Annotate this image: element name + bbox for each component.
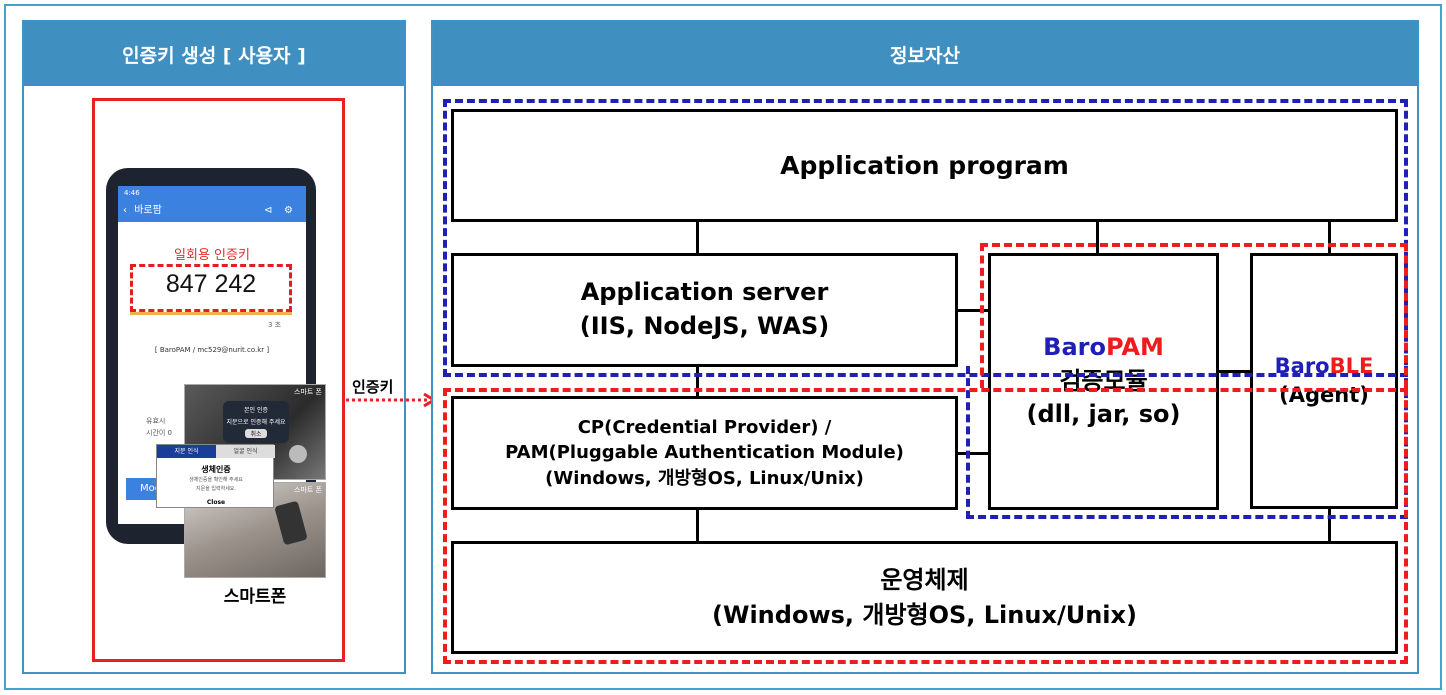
cp-pam-box: CP(Credential Provider) / PAM(Pluggable … <box>451 396 958 510</box>
bio-desc-2: 지문을 입력하세요. <box>196 486 236 492</box>
gear-icon[interactable]: ⚙ <box>284 205 293 216</box>
partial-text-1: 유효시 <box>146 417 166 425</box>
left-panel-header: 인증키 생성 [ 사용자 ] <box>24 22 404 86</box>
operating-system-sub: (Windows, 개방형OS, Linux/Unix) <box>712 600 1137 629</box>
operating-system-title: 운영체제 <box>880 565 969 594</box>
application-program-box: Application program <box>451 109 1398 222</box>
left-panel-title: 인증키 생성 [ 사용자 ] <box>122 44 306 67</box>
bio-title: 생체인증 <box>201 465 231 474</box>
cp-line-1: CP(Credential Provider) / <box>577 417 832 439</box>
back-icon[interactable]: ‹ <box>123 205 127 216</box>
otp-code-box <box>130 264 292 312</box>
connector-ble-os <box>1328 508 1331 541</box>
baropam-title: BaroPAM <box>1043 331 1164 365</box>
smartphone-caption: 스마트폰 <box>223 587 287 607</box>
otp-code: 847 242 <box>165 270 257 298</box>
cp-line-3: (Windows, 개방형OS, Linux/Unix) <box>545 467 864 489</box>
otp-timer: 3 초 <box>268 321 282 329</box>
baroble-ble: BLE <box>1329 353 1374 378</box>
baroble-title: BaroBLE <box>1275 352 1374 381</box>
tab-fingerprint[interactable]: 지문 인식 <box>157 445 216 458</box>
photo-badge-top: 스마트 폰 <box>294 388 322 396</box>
baropam-verify-box: BaroPAM 검증모듈 (dll, jar, so) <box>988 253 1219 510</box>
user-red-box <box>92 98 345 662</box>
fingerprint-icon <box>289 445 307 463</box>
tab-face[interactable]: 얼굴 인식 <box>216 445 275 458</box>
close-button[interactable]: Close <box>206 499 226 506</box>
connector-server-cp <box>696 366 699 396</box>
operating-system-box: 운영체제 (Windows, 개방형OS, Linux/Unix) <box>451 541 1398 654</box>
outer-frame <box>4 4 1442 690</box>
otp-label: 일회용 인증키 <box>174 248 250 263</box>
application-program-label: Application program <box>780 151 1069 180</box>
connector-server-verify <box>957 309 989 312</box>
dotted-arrow <box>346 392 437 408</box>
account-label: [ BaroPAM / mc529@nurit.co.kr ] <box>154 346 270 354</box>
bio-auth-dialog: 지문 인식 얼굴 인식 생체인증 생체인증을 확인해 주세요 지문을 입력하세요… <box>156 444 275 508</box>
baroble-sub: (Agent) <box>1279 383 1369 407</box>
partial-text-2: 시간이 0 <box>146 429 172 437</box>
application-server-title: Application server <box>580 278 829 307</box>
dialog-cancel-button[interactable]: 취소 <box>245 429 267 438</box>
connector-cp-os <box>696 509 699 541</box>
app-title: 바로팜 <box>134 205 162 216</box>
verify-module-sub: (dll, jar, so) <box>1026 400 1181 429</box>
app-bar: ‹ 바로팜 ⊲ ⚙ <box>118 200 306 222</box>
cp-line-2: PAM(Pluggable Authentication Module) <box>505 442 904 464</box>
share-icon[interactable]: ⊲ <box>264 205 273 216</box>
connector-program-verify <box>1096 221 1099 253</box>
status-bar: 4:46 <box>118 186 306 200</box>
connector-program-server <box>696 221 699 253</box>
application-server-box: Application server (IIS, NodeJS, WAS) <box>451 253 958 367</box>
right-panel-header: 정보자산 <box>433 22 1417 86</box>
connector-program-ble <box>1328 221 1331 253</box>
auth-dialog: 본인 인증 지문으로 인증해 주세요 취소 <box>223 401 289 443</box>
connector-verify-ble <box>1218 370 1250 373</box>
arrow-label: 인증키 <box>352 378 394 396</box>
photo-badge-bottom: 스마트 폰 <box>294 486 322 494</box>
dialog-sub: 지문으로 인증해 주세요 <box>226 419 286 426</box>
baropam-pam: PAM <box>1105 333 1164 362</box>
mode-button-label: Mod <box>140 483 162 494</box>
baroble-agent-box: BaroBLE (Agent) <box>1250 253 1398 509</box>
bio-desc-1: 생체인증을 확인해 주세요 <box>189 477 243 483</box>
status-time: 4:46 <box>124 189 140 197</box>
baroble-baro: Baro <box>1274 353 1330 378</box>
right-panel-title: 정보자산 <box>890 44 960 67</box>
connector-cp-verify <box>957 452 989 455</box>
otp-progress <box>130 312 292 315</box>
verify-module-label: 검증모듈 <box>1059 366 1148 395</box>
phone-in-hand <box>274 500 308 546</box>
baropam-baro: Baro <box>1043 333 1106 362</box>
application-server-sub: (IIS, NodeJS, WAS) <box>579 312 830 340</box>
dialog-title: 본인 인증 <box>244 407 268 414</box>
